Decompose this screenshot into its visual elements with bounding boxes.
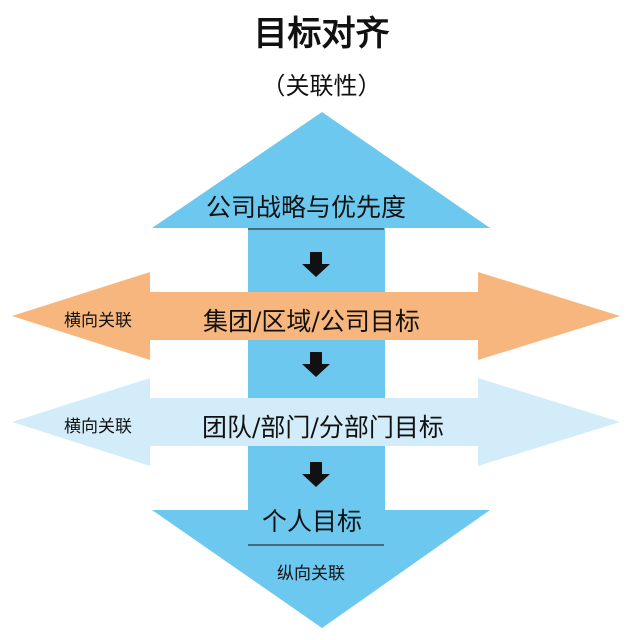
horizontal-relation-label-2: 横向关联 (64, 417, 132, 437)
down-arrow-icon (302, 462, 330, 487)
level-team-department: 团队/部门/分部门目标 (202, 413, 444, 442)
level-company-strategy: 公司战略与优先度 (206, 193, 407, 222)
horizontal-relation-label-1: 横向关联 (64, 311, 132, 331)
page-title: 目标对齐 (253, 14, 390, 54)
horizontal-arrow-light-blue (12, 378, 620, 466)
vertical-relation-label: 纵向关联 (277, 564, 345, 584)
down-arrow-icon (302, 252, 330, 277)
level-individual: 个人目标 (262, 507, 363, 536)
page-subtitle: （关联性） (261, 72, 382, 100)
down-arrow-icon (302, 352, 330, 377)
horizontal-arrow-orange (12, 272, 620, 360)
level-group-region-company: 集团/区域/公司目标 (203, 307, 420, 336)
